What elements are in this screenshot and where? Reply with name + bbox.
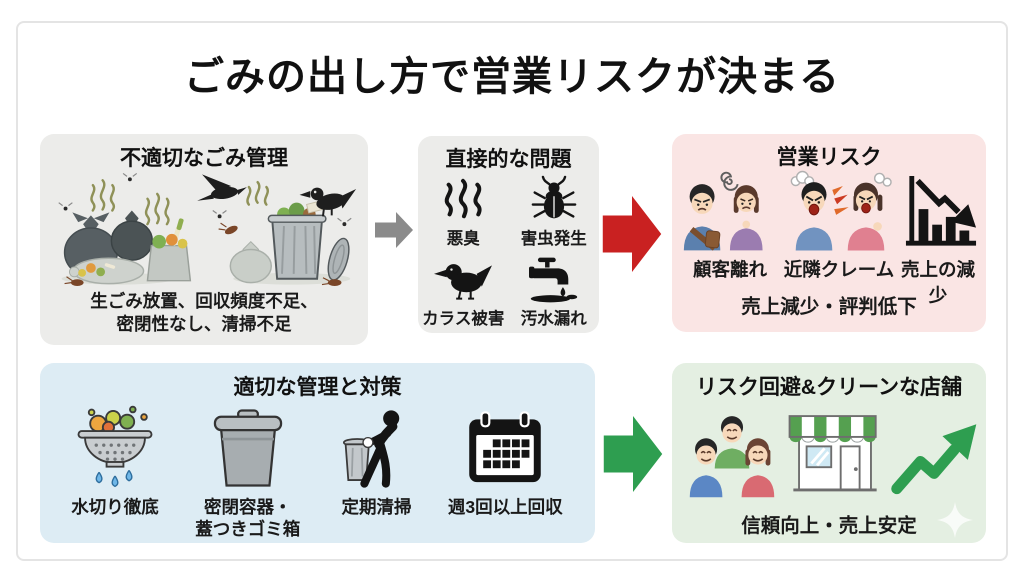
direct-problems-box: 直接的な問題 悪臭	[418, 136, 599, 333]
sparkle-icon	[936, 501, 974, 539]
problem-pest-label: 害虫発生	[520, 230, 587, 248]
business-risk-title: 営業リスク	[776, 146, 882, 169]
measure-collection: 週3回以上回収	[432, 401, 579, 540]
bad-management-title: 不適切なごみ管理	[120, 147, 288, 170]
clean-store-title: リスク回避&クリーンな店舗	[695, 376, 963, 399]
business-risk-labels: 顧客離れ 近隣クレーム 売上の減少	[680, 256, 978, 308]
declining-sales-chart-icon	[905, 176, 977, 246]
growth-arrow-icon	[891, 424, 977, 495]
clean-store-box: リスク回避&クリーンな店舗	[672, 363, 986, 543]
business-risk-illustrations	[680, 168, 978, 252]
measure-collection-label: 週3回以上回収	[447, 497, 563, 517]
problem-odor: 悪臭	[418, 169, 509, 249]
measure-cleaning: 定期清掃	[321, 401, 431, 540]
calendar-icon	[464, 401, 546, 491]
bad-management-caption-line2: 密閉性なし、清掃不足	[116, 314, 292, 335]
bad-management-box: 不適切なごみ管理	[40, 134, 368, 345]
clean-store-illustrations	[684, 401, 978, 499]
storefront-illustration	[788, 415, 877, 492]
problem-leak-label: 汚水漏れ	[520, 310, 587, 328]
risk-label-sales: 売上の減少	[900, 259, 975, 306]
business-risk-box: 営業リスク	[672, 134, 986, 332]
clean-store-caption: 信頼向上・売上安定	[741, 515, 917, 537]
odor-icon	[441, 173, 485, 223]
direct-problems-title: 直接的な問題	[445, 148, 572, 171]
crow-icon	[434, 253, 493, 303]
pest-icon	[531, 173, 577, 223]
measure-sealed-bin-label-line2: 蓋つきゴミ箱	[195, 519, 301, 540]
gray-arrow-icon	[375, 212, 413, 248]
proper-management-box: 適切な管理と対策	[40, 363, 595, 543]
business-risk-caption: 売上減少・評判低下	[741, 296, 917, 318]
red-arrow-icon	[602, 196, 662, 272]
bad-management-caption: 生ごみ放置、回収頻度不足、 密閉性なし、清掃不足	[40, 290, 368, 336]
leaving-customers-illustration	[683, 171, 763, 251]
problem-crow-label: カラス被害	[422, 310, 505, 328]
neighbor-complaints-illustration	[790, 170, 892, 251]
strainer-draining-icon	[71, 401, 159, 491]
direct-problems-grid: 悪臭 害虫発生	[418, 169, 599, 329]
risk-label-customers: 顧客離れ	[692, 259, 767, 280]
proper-management-items: 水切り徹底 密閉容器・ 蓋つきゴミ箱	[56, 401, 579, 540]
garbage-pile-illustration	[58, 172, 357, 287]
measure-sealed-bin-label-line1: 密閉容器・	[203, 497, 292, 517]
measure-sealed-bin-label: 密閉容器・ 蓋つきゴミ箱	[195, 496, 300, 540]
happy-customers-illustration	[689, 416, 775, 498]
measure-draining-label: 水切り徹底	[71, 497, 159, 517]
measure-sealed-bin: 密閉容器・ 蓋つきゴミ箱	[174, 401, 321, 540]
bad-management-caption-line1: 生ごみ放置、回収頻度不足、	[90, 291, 318, 311]
green-arrow-icon	[603, 416, 663, 492]
page-title: ごみの出し方で営業リスクが決まる	[184, 55, 840, 99]
sealed-bin-icon	[206, 401, 290, 491]
problem-pest: 害虫発生	[509, 169, 600, 249]
measure-cleaning-label: 定期清掃	[341, 497, 412, 517]
measure-draining: 水切り徹底	[56, 401, 174, 540]
problem-odor-label: 悪臭	[446, 230, 480, 248]
problem-leak: 汚水漏れ	[509, 249, 600, 329]
water-leak-icon	[528, 253, 579, 303]
proper-management-title: 適切な管理と対策	[233, 376, 402, 399]
problem-crow: カラス被害	[418, 249, 509, 329]
regular-cleaning-icon	[334, 401, 418, 491]
risk-label-complaints: 近隣クレーム	[783, 259, 895, 280]
